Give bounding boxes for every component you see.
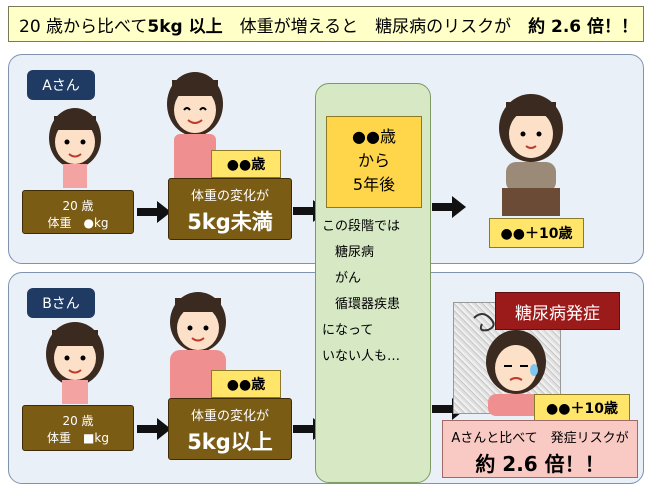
risk-line-1: Aさんと比べて 発症リスクが	[451, 431, 629, 446]
onset-banner: 糖尿病発症	[495, 292, 620, 330]
risk-line-2: 約 2.6 倍！！	[475, 452, 605, 476]
banner-prefix: 20 歳から比べて	[19, 16, 148, 37]
change-value-b: 5kg以上	[187, 430, 273, 454]
center-list-item: いない人も…	[322, 349, 401, 364]
center-list-item: 循環器疾患	[322, 297, 401, 312]
change-title-b: 体重の変化が	[190, 409, 269, 424]
center-list-item: になって	[322, 323, 374, 338]
girl-smiling-a-illustration	[167, 72, 223, 186]
center-head-from: から	[357, 151, 390, 170]
center-list: この段階では 糖尿病 がん 循環器疾患 になって いない人も…	[322, 214, 428, 370]
banner-emph-weight: 5kg 以上	[147, 16, 223, 37]
start-age-b: 20 歳	[62, 414, 94, 428]
banner-mid: 体重が増えると 糖尿病のリスクが	[222, 16, 529, 37]
center-list-item: がん	[322, 271, 362, 286]
start-box-a: 20 歳 体重 ●kg	[22, 190, 134, 234]
banner-emph-risk: 約 2.6 倍！！	[528, 16, 639, 37]
title-banner: 20 歳から比べて 5kg 以上 体重が増えると 糖尿病のリスクが 約 2.6 …	[8, 6, 644, 42]
arrow-right-icon	[137, 201, 171, 223]
start-weight-b: 体重 ■kg	[47, 431, 109, 445]
woman-older-scarf-illustration	[499, 94, 563, 216]
center-head-age: ●●歳	[352, 127, 396, 146]
risk-box: Aさんと比べて 発症リスクが 約 2.6 倍！！	[442, 420, 638, 478]
center-column: ●●歳 から 5年後 この段階では 糖尿病 がん 循環器疾患 になって いない人…	[315, 83, 431, 483]
center-head-years: 5年後	[352, 175, 396, 194]
change-title-a: 体重の変化が	[190, 189, 269, 204]
arrow-right-icon	[137, 418, 171, 440]
start-box-b: 20 歳 体重 ■kg	[22, 405, 134, 451]
end-tag-a: ●●＋10歳	[489, 218, 584, 248]
age-tag-b: ●●歳	[211, 370, 281, 398]
girl-young-a-illustration	[49, 108, 101, 188]
center-head: ●●歳 から 5年後	[326, 116, 422, 208]
girl-young-b-illustration	[46, 322, 104, 404]
center-list-item: 糖尿病	[322, 245, 375, 260]
center-list-item: この段階では	[322, 219, 401, 234]
arrow-right-icon	[432, 196, 466, 218]
label-a: Aさん	[27, 70, 95, 100]
label-b: Bさん	[27, 288, 95, 318]
end-tag-b: ●●＋10歳	[534, 394, 630, 422]
change-box-a: 体重の変化が 5kg未満	[168, 178, 292, 240]
change-value-a: 5kg未満	[187, 210, 273, 234]
age-tag-a: ●●歳	[211, 150, 281, 178]
start-age-a: 20 歳	[62, 199, 94, 213]
start-weight-a: 体重 ●kg	[47, 216, 109, 230]
woman-worried-illustration	[473, 313, 546, 416]
change-box-b: 体重の変化が 5kg以上	[168, 398, 292, 460]
